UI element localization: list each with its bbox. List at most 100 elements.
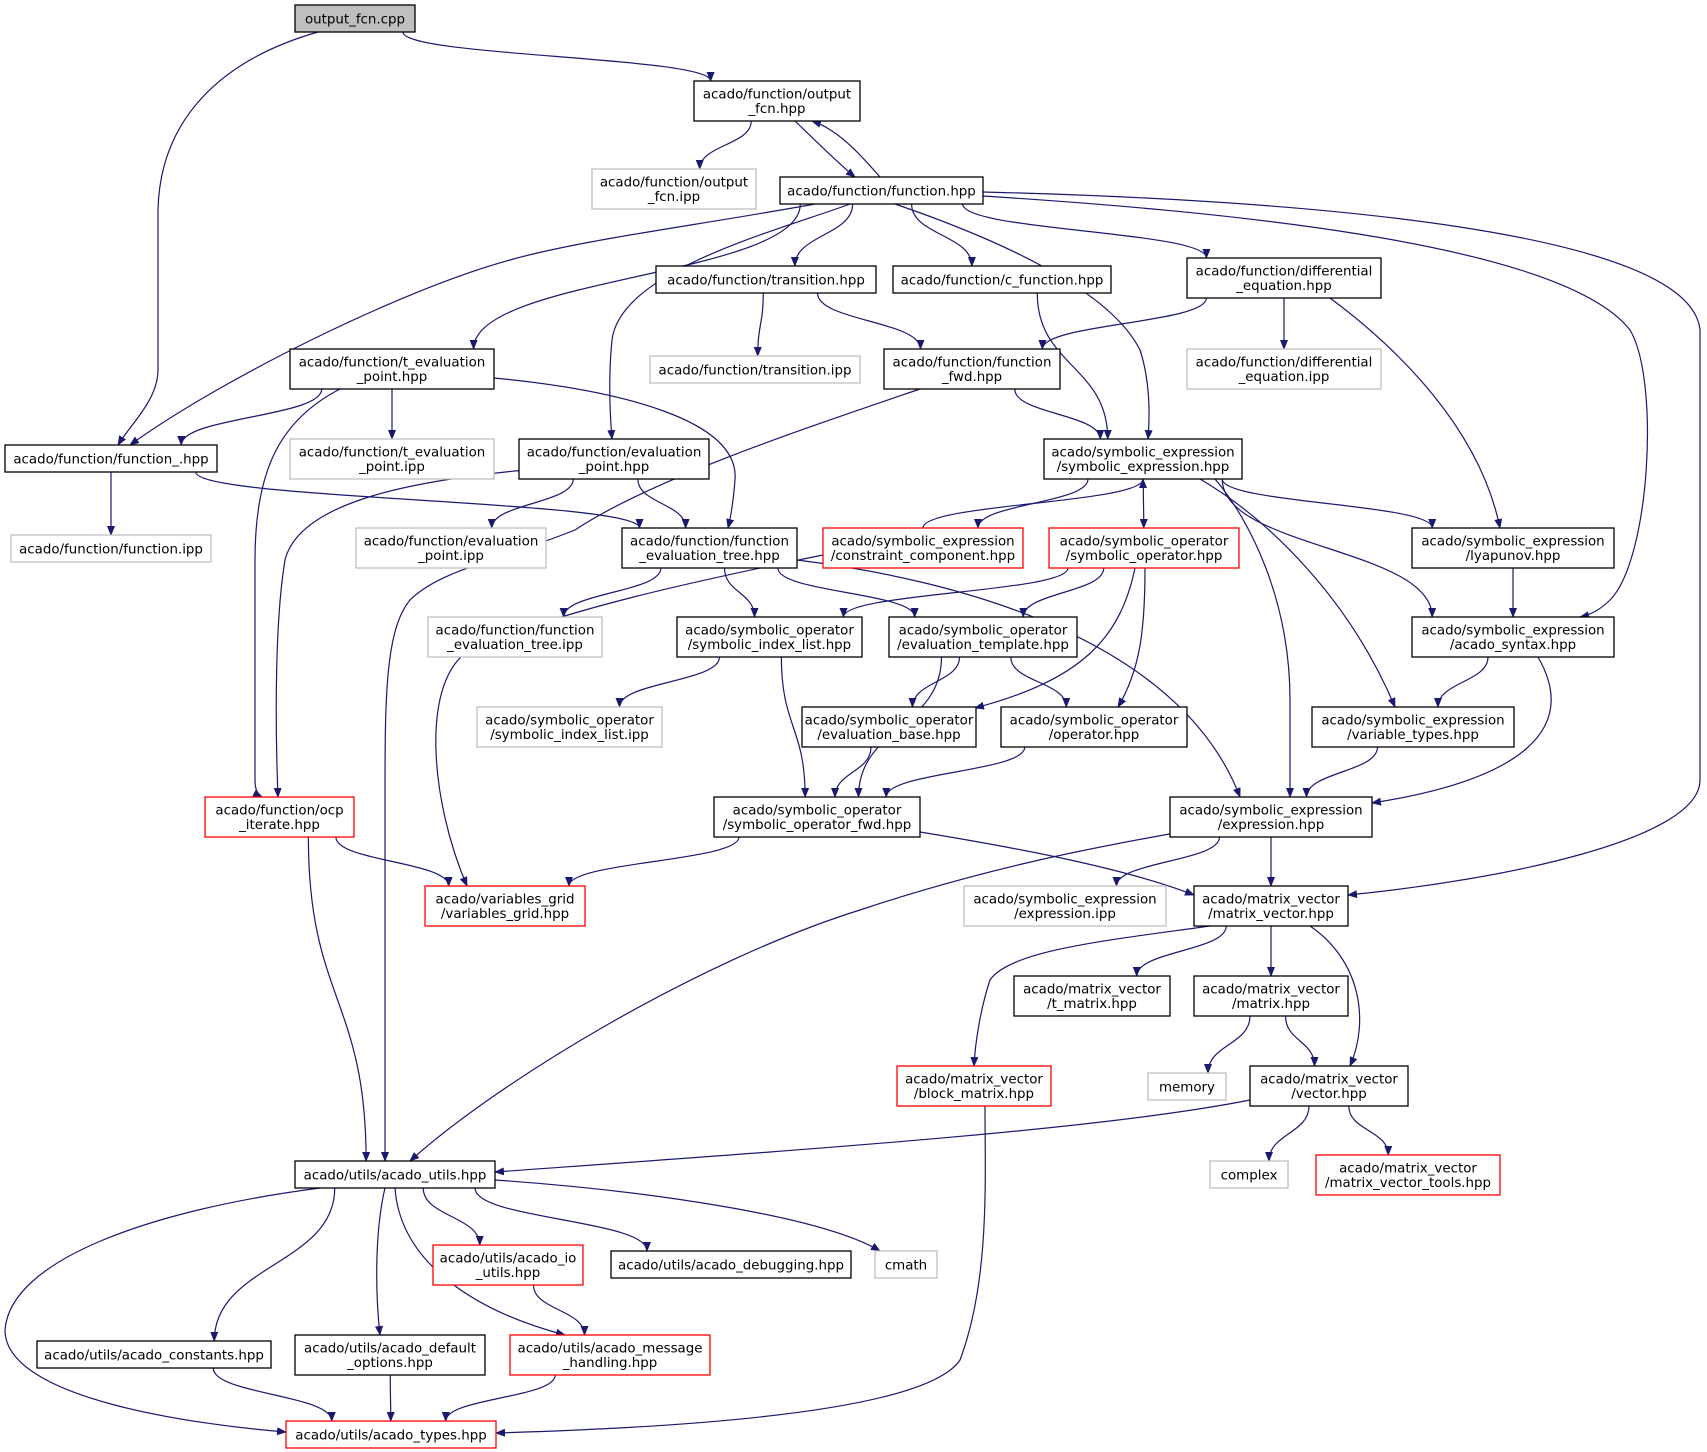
- node-label-line: /block_matrix.hpp: [914, 1087, 1034, 1102]
- node-n38: memory: [1147, 1072, 1227, 1101]
- node-label-line: _evaluation_tree.hpp: [638, 549, 780, 564]
- node-n40[interactable]: acado/utils/acado_utils.hpp: [294, 1160, 496, 1189]
- node-label-line: _equation.hpp: [1235, 279, 1332, 294]
- node-label-line: /lyapunov.hpp: [1466, 549, 1561, 564]
- node-label-line: acado/function/differential: [1196, 265, 1373, 280]
- node-label-line: output_fcn.cpp: [305, 12, 405, 27]
- node-n22[interactable]: acado/symbolic_operator/symbolic_index_l…: [676, 616, 863, 658]
- edge-n1-n2: [695, 120, 752, 170]
- node-n42[interactable]: acado/matrix_vector/matrix_vector_tools.…: [1315, 1154, 1501, 1196]
- edge-n3-n6: [962, 203, 1211, 259]
- edge-n39-n42: [1348, 1105, 1393, 1156]
- node-label-line: acado/function/function: [630, 535, 789, 550]
- node-label-line: acado/symbolic_operator: [685, 624, 854, 639]
- node-box: [655, 265, 877, 294]
- node-n19[interactable]: acado/symbolic_operator/symbolic_operato…: [1048, 527, 1240, 569]
- node-n13[interactable]: acado/function/evaluation_point.hpp: [518, 438, 710, 480]
- node-label-line: acado/utils/acado_types.hpp: [295, 1428, 486, 1443]
- node-label-line: acado/symbolic_operator: [1010, 714, 1179, 729]
- node-n23[interactable]: acado/symbolic_operator/evaluation_templ…: [888, 616, 1078, 658]
- node-label-line: /operator.hpp: [1049, 728, 1140, 743]
- edge-n14-n28: [1199, 478, 1396, 708]
- node-n15: acado/function/function.ipp: [10, 534, 212, 563]
- node-box: [591, 168, 757, 210]
- node-label-line: acado/function/function.hpp: [787, 184, 976, 199]
- node-label-line: acado/matrix_vector: [1202, 893, 1340, 908]
- node-n48[interactable]: acado/utils/acado_message_handling.hpp: [509, 1334, 711, 1376]
- node-n46[interactable]: acado/utils/acado_constants.hpp: [36, 1340, 272, 1369]
- edge-n22-n30: [780, 656, 810, 798]
- node-n7[interactable]: acado/function/t_evaluation_point.hpp: [289, 348, 495, 390]
- node-n35[interactable]: acado/matrix_vector/t_matrix.hpp: [1013, 975, 1171, 1017]
- node-n43[interactable]: acado/utils/acado_io_utils.hpp: [432, 1244, 584, 1286]
- node-n39[interactable]: acado/matrix_vector/vector.hpp: [1249, 1065, 1409, 1107]
- edge-n19-n26: [974, 567, 1136, 710]
- node-n6[interactable]: acado/function/differential_equation.hpp: [1186, 257, 1382, 299]
- node-box: [1186, 257, 1382, 299]
- node-box: [621, 527, 798, 569]
- node-box: [1411, 527, 1615, 569]
- node-n20[interactable]: acado/symbolic_expression/lyapunov.hpp: [1411, 527, 1615, 569]
- node-n27[interactable]: acado/symbolic_operator/operator.hpp: [1000, 706, 1188, 748]
- node-n30[interactable]: acado/symbolic_operator/symbolic_operato…: [713, 796, 921, 838]
- node-label-line: acado/function/transition.ipp: [659, 363, 852, 378]
- node-n9[interactable]: acado/function/function_fwd.hpp: [883, 348, 1061, 390]
- edge-n48-n49: [441, 1374, 556, 1422]
- node-n34[interactable]: acado/matrix_vector/matrix_vector.hpp: [1193, 885, 1349, 927]
- node-n49[interactable]: acado/utils/acado_types.hpp: [285, 1420, 497, 1449]
- node-n26[interactable]: acado/symbolic_operator/evaluation_base.…: [801, 706, 977, 748]
- node-box: [801, 706, 977, 748]
- edge-n43-n48: [532, 1284, 589, 1336]
- node-box: [874, 1250, 938, 1279]
- node-label-line: acado/symbolic_expression: [1179, 804, 1362, 819]
- node-box: [892, 265, 1112, 294]
- node-label-line: _fwd.hpp: [941, 370, 1002, 385]
- node-n24[interactable]: acado/symbolic_expression/acado_syntax.h…: [1411, 616, 1615, 658]
- node-label-line: acado/symbolic_expression: [1051, 446, 1234, 461]
- node-label-line: acado/function/evaluation: [364, 535, 539, 550]
- node-label-line: acado/matrix_vector: [1339, 1162, 1477, 1177]
- node-n31[interactable]: acado/symbolic_expression/expression.hpp: [1169, 796, 1373, 838]
- edge-n36-n38: [1204, 1015, 1251, 1074]
- node-n17[interactable]: acado/function/function_evaluation_tree.…: [621, 527, 798, 569]
- node-label-line: acado/symbolic_operator: [899, 624, 1068, 639]
- node-label-line: _point.ipp: [358, 460, 425, 475]
- node-label-line: acado/function/output: [600, 176, 748, 191]
- node-box: [676, 616, 863, 658]
- node-label-line: /symbolic_expression.hpp: [1057, 460, 1230, 475]
- node-n5[interactable]: acado/function/c_function.hpp: [892, 265, 1112, 294]
- node-n11[interactable]: acado/function/function_.hpp: [4, 444, 218, 473]
- edge-n40-n45: [494, 1179, 881, 1252]
- edge-n9-n14: [1014, 388, 1105, 440]
- edge-n9-n40: [381, 388, 921, 1162]
- node-n18[interactable]: acado/symbolic_expression/constraint_com…: [822, 527, 1024, 569]
- node-label-line: _handling.hpp: [562, 1356, 658, 1371]
- edge-n14-n20: [1221, 478, 1437, 529]
- edge-n39-n41: [1265, 1105, 1310, 1162]
- node-label-line: /t_matrix.hpp: [1047, 997, 1137, 1012]
- node-n29[interactable]: acado/function/ocp_iterate.hpp: [204, 796, 355, 838]
- node-n37[interactable]: acado/matrix_vector/block_matrix.hpp: [896, 1065, 1052, 1107]
- edge-n3-n5: [911, 203, 976, 267]
- node-n2: acado/function/output_fcn.ipp: [591, 168, 757, 210]
- node-n0[interactable]: output_fcn.cpp: [294, 4, 416, 33]
- node-n1[interactable]: acado/function/output_fcn.hpp: [693, 80, 861, 122]
- node-label-line: _point.hpp: [356, 370, 428, 385]
- node-label-line: acado/function/c_function.hpp: [901, 273, 1104, 288]
- node-box: [1411, 616, 1615, 658]
- node-n47[interactable]: acado/utils/acado_default_options.hpp: [294, 1334, 486, 1376]
- node-n32[interactable]: acado/variables_grid/variables_grid.hpp: [424, 885, 586, 927]
- node-n36[interactable]: acado/matrix_vector/matrix.hpp: [1193, 975, 1349, 1017]
- node-label-line: /evaluation_base.hpp: [817, 728, 960, 743]
- node-label-line: _evaluation_tree.ipp: [446, 638, 583, 653]
- node-n44[interactable]: acado/utils/acado_debugging.hpp: [610, 1250, 852, 1279]
- edge-n4-n8: [753, 292, 764, 357]
- node-label-line: /expression.hpp: [1218, 818, 1324, 833]
- node-n14[interactable]: acado/symbolic_expression/symbolic_expre…: [1043, 438, 1243, 480]
- node-n28[interactable]: acado/symbolic_expression/variable_types…: [1311, 706, 1515, 748]
- edge-n7-n29: [252, 388, 341, 798]
- node-n3[interactable]: acado/function/function.hpp: [779, 176, 984, 205]
- node-n4[interactable]: acado/function/transition.hpp: [655, 265, 877, 294]
- node-label-line: /variable_types.hpp: [1347, 728, 1479, 743]
